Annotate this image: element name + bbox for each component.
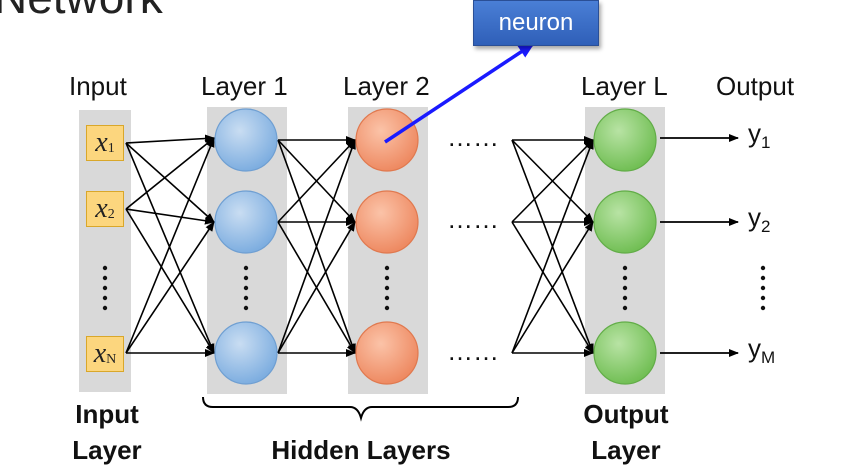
input-xN-var: x — [93, 338, 107, 369]
layer1-neuron-2 — [214, 190, 278, 254]
neuron-callout: neuron — [473, 0, 599, 46]
vertical-ellipsis-layer1 — [243, 265, 249, 311]
output-y2-sub: 2 — [761, 217, 771, 237]
layerL-neuron-2 — [593, 190, 657, 254]
output-y1: y1 — [748, 118, 770, 153]
input-layer-label-line2: Layer — [72, 435, 142, 465]
horizontal-ellipsis-2: …… — [447, 204, 499, 234]
output-yM: yM — [748, 333, 775, 368]
header-layer-2: Layer 2 — [343, 71, 430, 101]
hidden-layers-brace — [202, 396, 519, 422]
layer2-neuron-2 — [355, 190, 419, 254]
header-input: Input — [69, 71, 127, 101]
output-y2-var: y — [748, 202, 761, 232]
output-y1-sub: 1 — [761, 133, 771, 153]
input-layer-label-line1: Input — [75, 399, 139, 429]
edges-to-layerL — [511, 136, 594, 357]
output-layer-label: Output Layer — [570, 396, 682, 468]
edges-to-output — [660, 134, 739, 357]
slide-title-fragment: Network — [0, 0, 163, 24]
output-y2: y2 — [748, 202, 770, 237]
input-x2-sub: 2 — [107, 207, 115, 222]
header-layer-1: Layer 1 — [201, 71, 288, 101]
vertical-ellipsis-output — [760, 265, 766, 311]
output-yM-var: y — [748, 333, 761, 363]
layerL-neuron-1 — [593, 108, 657, 172]
vertical-ellipsis-input — [102, 265, 108, 311]
header-layer-L: Layer L — [581, 71, 668, 101]
input-x1-var: x — [95, 127, 108, 158]
input-x1-sub: 1 — [107, 141, 115, 156]
horizontal-ellipsis-3: …… — [447, 336, 499, 366]
header-output: Output — [716, 71, 795, 101]
edges-layer1-to-layer2 — [277, 136, 356, 357]
vertical-ellipsis-layer2 — [384, 265, 390, 311]
layer1-neuron-1 — [214, 108, 278, 172]
hidden-layers-label: Hidden Layers — [271, 435, 451, 465]
layerL-neuron-m — [593, 321, 657, 385]
vertical-ellipsis-layerL — [622, 265, 628, 311]
layer2-neuron-n — [355, 321, 419, 385]
input-xN-sub: N — [106, 352, 117, 367]
output-layer-label-line1: Output — [583, 399, 669, 429]
edges-input-to-layer1 — [125, 134, 215, 357]
horizontal-ellipsis-1: …… — [447, 122, 499, 152]
layer1-neuron-n — [214, 321, 278, 385]
output-layer-label-line2: Layer — [591, 435, 661, 465]
input-x2-var: x — [95, 193, 108, 224]
input-layer-label: Input Layer — [56, 396, 158, 468]
output-yM-sub: M — [761, 348, 776, 368]
output-y1-var: y — [748, 118, 761, 148]
neuron-pointer-arrow — [384, 42, 535, 144]
